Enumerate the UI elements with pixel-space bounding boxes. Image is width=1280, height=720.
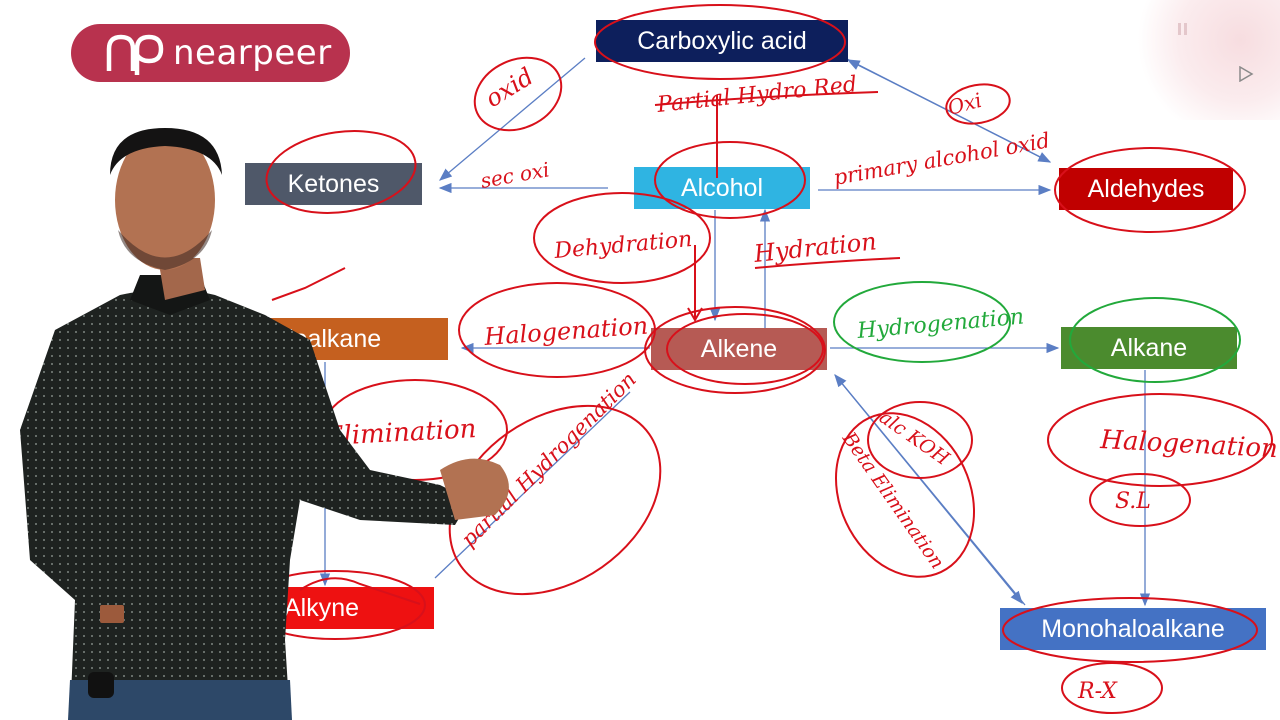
node-alkane: Alkane: [1061, 327, 1237, 369]
presenter-figure: [20, 128, 509, 720]
nearpeer-mark-icon: [106, 34, 164, 75]
node-ketones: Ketones: [245, 163, 422, 205]
play-icon[interactable]: [1238, 66, 1254, 82]
red-ink-circles: [244, 4, 1273, 714]
node-aldehydes: Aldehydes: [1059, 168, 1233, 210]
nearpeer-logo: nearpeer: [71, 24, 350, 82]
brand-name: nearpeer: [173, 33, 332, 73]
label-sl: S.L: [1115, 489, 1151, 514]
green-ink-circles: [833, 281, 1241, 383]
node-alcohol: Alcohol: [634, 167, 810, 209]
node-carboxylic-acid: Carboxylic acid: [596, 20, 848, 62]
node-alkene: Alkene: [651, 328, 827, 370]
node-monohaloalkane: Monohaloalkane: [1000, 608, 1266, 650]
pause-icon[interactable]: [1176, 22, 1190, 36]
corner-decoration: [1130, 0, 1280, 120]
label-rx: R-X: [1077, 679, 1118, 704]
node-alkyne: Alkyne: [262, 587, 434, 629]
